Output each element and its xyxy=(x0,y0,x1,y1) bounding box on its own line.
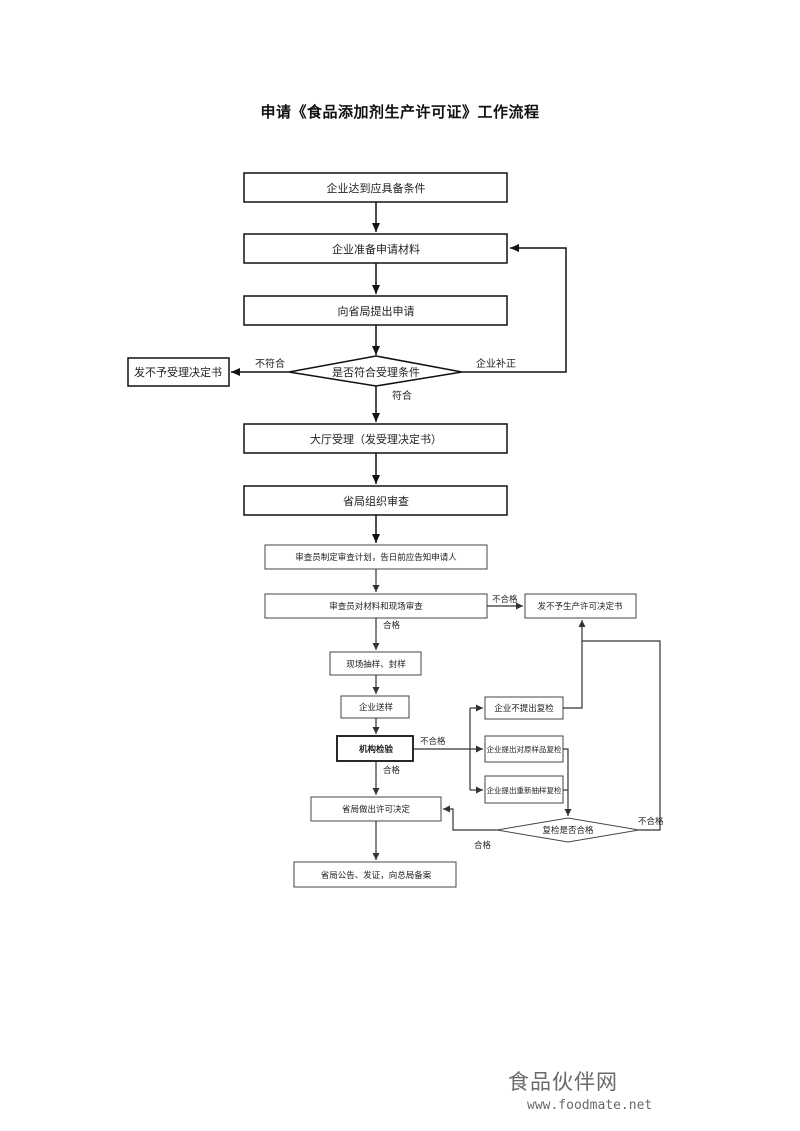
line-recheck-fail-loop xyxy=(582,640,661,831)
label-organize-review: 省局组织审查 xyxy=(343,494,409,508)
label-recheck-resample: 企业提出重新抽样复检 xyxy=(487,785,562,795)
edge-label-inspect-fail: 不合格 xyxy=(420,736,446,747)
watermark-logo-text: 食品伙伴网 xyxy=(508,1070,618,1094)
label-review-plan: 审查员制定审查计划，告日前应告知申请人 xyxy=(295,552,457,563)
label-sampling: 现场抽样、封样 xyxy=(346,659,406,670)
label-license-decision: 省局做出许可决定 xyxy=(342,804,411,815)
label-decision-recheck: 复检是否合格 xyxy=(542,825,594,836)
arrow-no-recheck-to-reject xyxy=(563,620,586,709)
edge-label-review-fail: 不合格 xyxy=(492,594,518,605)
label-material-site-review: 审查员对材料和现场审查 xyxy=(329,601,423,612)
step-announce-box xyxy=(293,861,457,888)
arrow-supplement-loop xyxy=(462,244,567,373)
label-recheck-none: 企业不提出复检 xyxy=(494,703,554,714)
label-prepare-materials: 企业准备申请材料 xyxy=(332,242,420,256)
arrow-original-to-decision xyxy=(563,748,572,816)
arrow-recheck-pass xyxy=(443,805,497,831)
label-reject-license: 发不予生产许可决定书 xyxy=(537,601,623,612)
label-announce: 省局公告、发证，向总局备案 xyxy=(321,870,432,881)
label-inspection: 机构检验 xyxy=(359,744,394,755)
label-submit-application: 向省局提出申请 xyxy=(338,304,415,318)
label-send-sample: 企业送样 xyxy=(359,702,394,713)
label-conditions: 企业达到应具备条件 xyxy=(327,181,426,195)
step-send-sample-box xyxy=(340,695,410,719)
edge-label-inspect-pass: 合格 xyxy=(383,765,401,776)
watermark-url: www.foodmate.net xyxy=(527,1098,653,1113)
label-reject-acceptance: 发不予受理决定书 xyxy=(134,365,222,379)
edge-label-recheck-fail: 不合格 xyxy=(638,816,664,827)
edge-label-not-conform: 不符合 xyxy=(255,357,285,370)
flowchart-title: 申请《食品添加剂生产许可证》工作流程 xyxy=(260,103,540,121)
edge-label-recheck-pass: 合格 xyxy=(474,840,492,851)
edge-label-conform: 符合 xyxy=(392,389,412,402)
label-hall-acceptance: 大厅受理（发受理决定书） xyxy=(310,432,442,446)
reject-license-box xyxy=(524,593,637,619)
label-decision-acceptance: 是否符合受理条件 xyxy=(332,365,420,379)
reject-acceptance-box xyxy=(127,357,230,387)
edge-label-supplement: 企业补正 xyxy=(476,357,516,370)
edge-label-review-pass: 合格 xyxy=(383,620,401,631)
label-recheck-original: 企业提出对原样品复检 xyxy=(487,744,562,754)
